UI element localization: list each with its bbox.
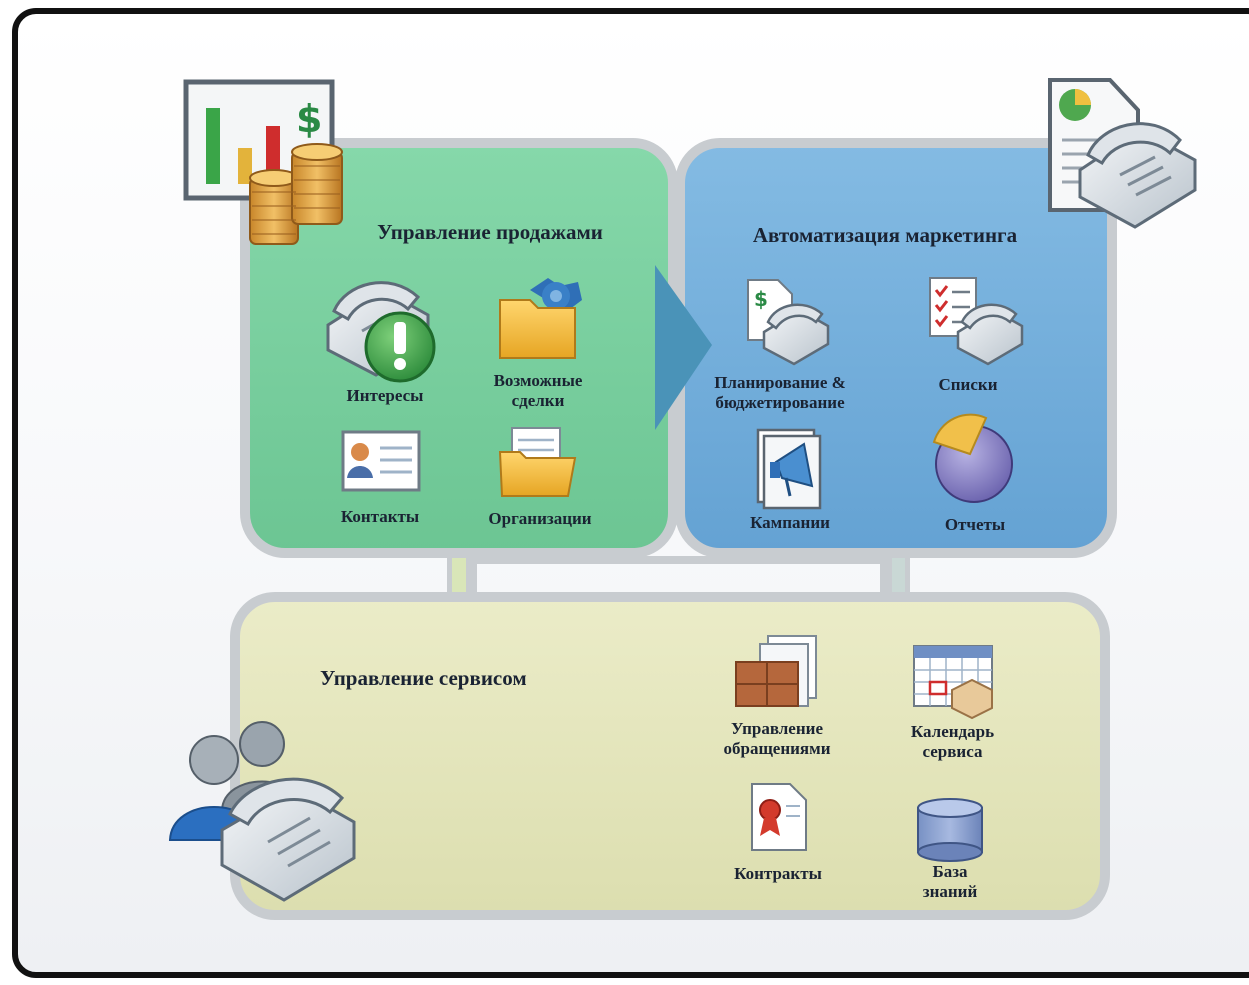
service-calendar-icon: [913, 645, 993, 720]
svg-text:$: $: [754, 287, 768, 311]
opportunities-label: Возможные сделки: [493, 371, 583, 411]
leads-label: Интересы: [346, 386, 424, 405]
accounts-folder-icon: [498, 427, 577, 497]
campaigns-label: Кампании: [750, 513, 830, 532]
lists-phone-icon: [956, 303, 1024, 366]
contracts-certificate-icon: [751, 783, 807, 851]
reports-pie-icon: [932, 413, 1013, 503]
marketing-phone-icon: [1078, 122, 1197, 229]
contacts-label: Контакты: [340, 507, 420, 526]
campaign-megaphone-icon: [756, 428, 822, 510]
coins-icon: [249, 143, 343, 245]
service-section-title: Управление сервисом: [320, 666, 527, 690]
svg-text:$: $: [296, 97, 322, 141]
contracts-label: Контракты: [734, 864, 822, 883]
cases-label: Управление обращениями: [723, 719, 831, 759]
planning-phone-icon: [762, 303, 830, 366]
reports-label: Отчеты: [944, 515, 1006, 534]
cases-box-icon: [735, 635, 817, 707]
marketing-section-title: Автоматизация маркетинга: [752, 223, 1018, 247]
lists-label: Списки: [938, 375, 998, 394]
planning-label: Планирование & бюджетирование: [714, 373, 846, 413]
opportunities-folder-icon: [499, 278, 582, 359]
service-phone-icon: [220, 777, 356, 902]
marketing-panel: [675, 138, 1117, 558]
knowledge-base-label: База знаний: [922, 862, 978, 902]
sales-section-title: Управление продажами: [377, 220, 603, 244]
knowledge-base-database-icon: [917, 798, 983, 862]
accounts-label: Организации: [488, 509, 592, 528]
alert-icon: [364, 311, 436, 383]
calendar-label: Календарь сервиса: [910, 722, 995, 762]
flow-arrow-icon: [655, 265, 712, 430]
contacts-card-icon: [341, 430, 421, 492]
